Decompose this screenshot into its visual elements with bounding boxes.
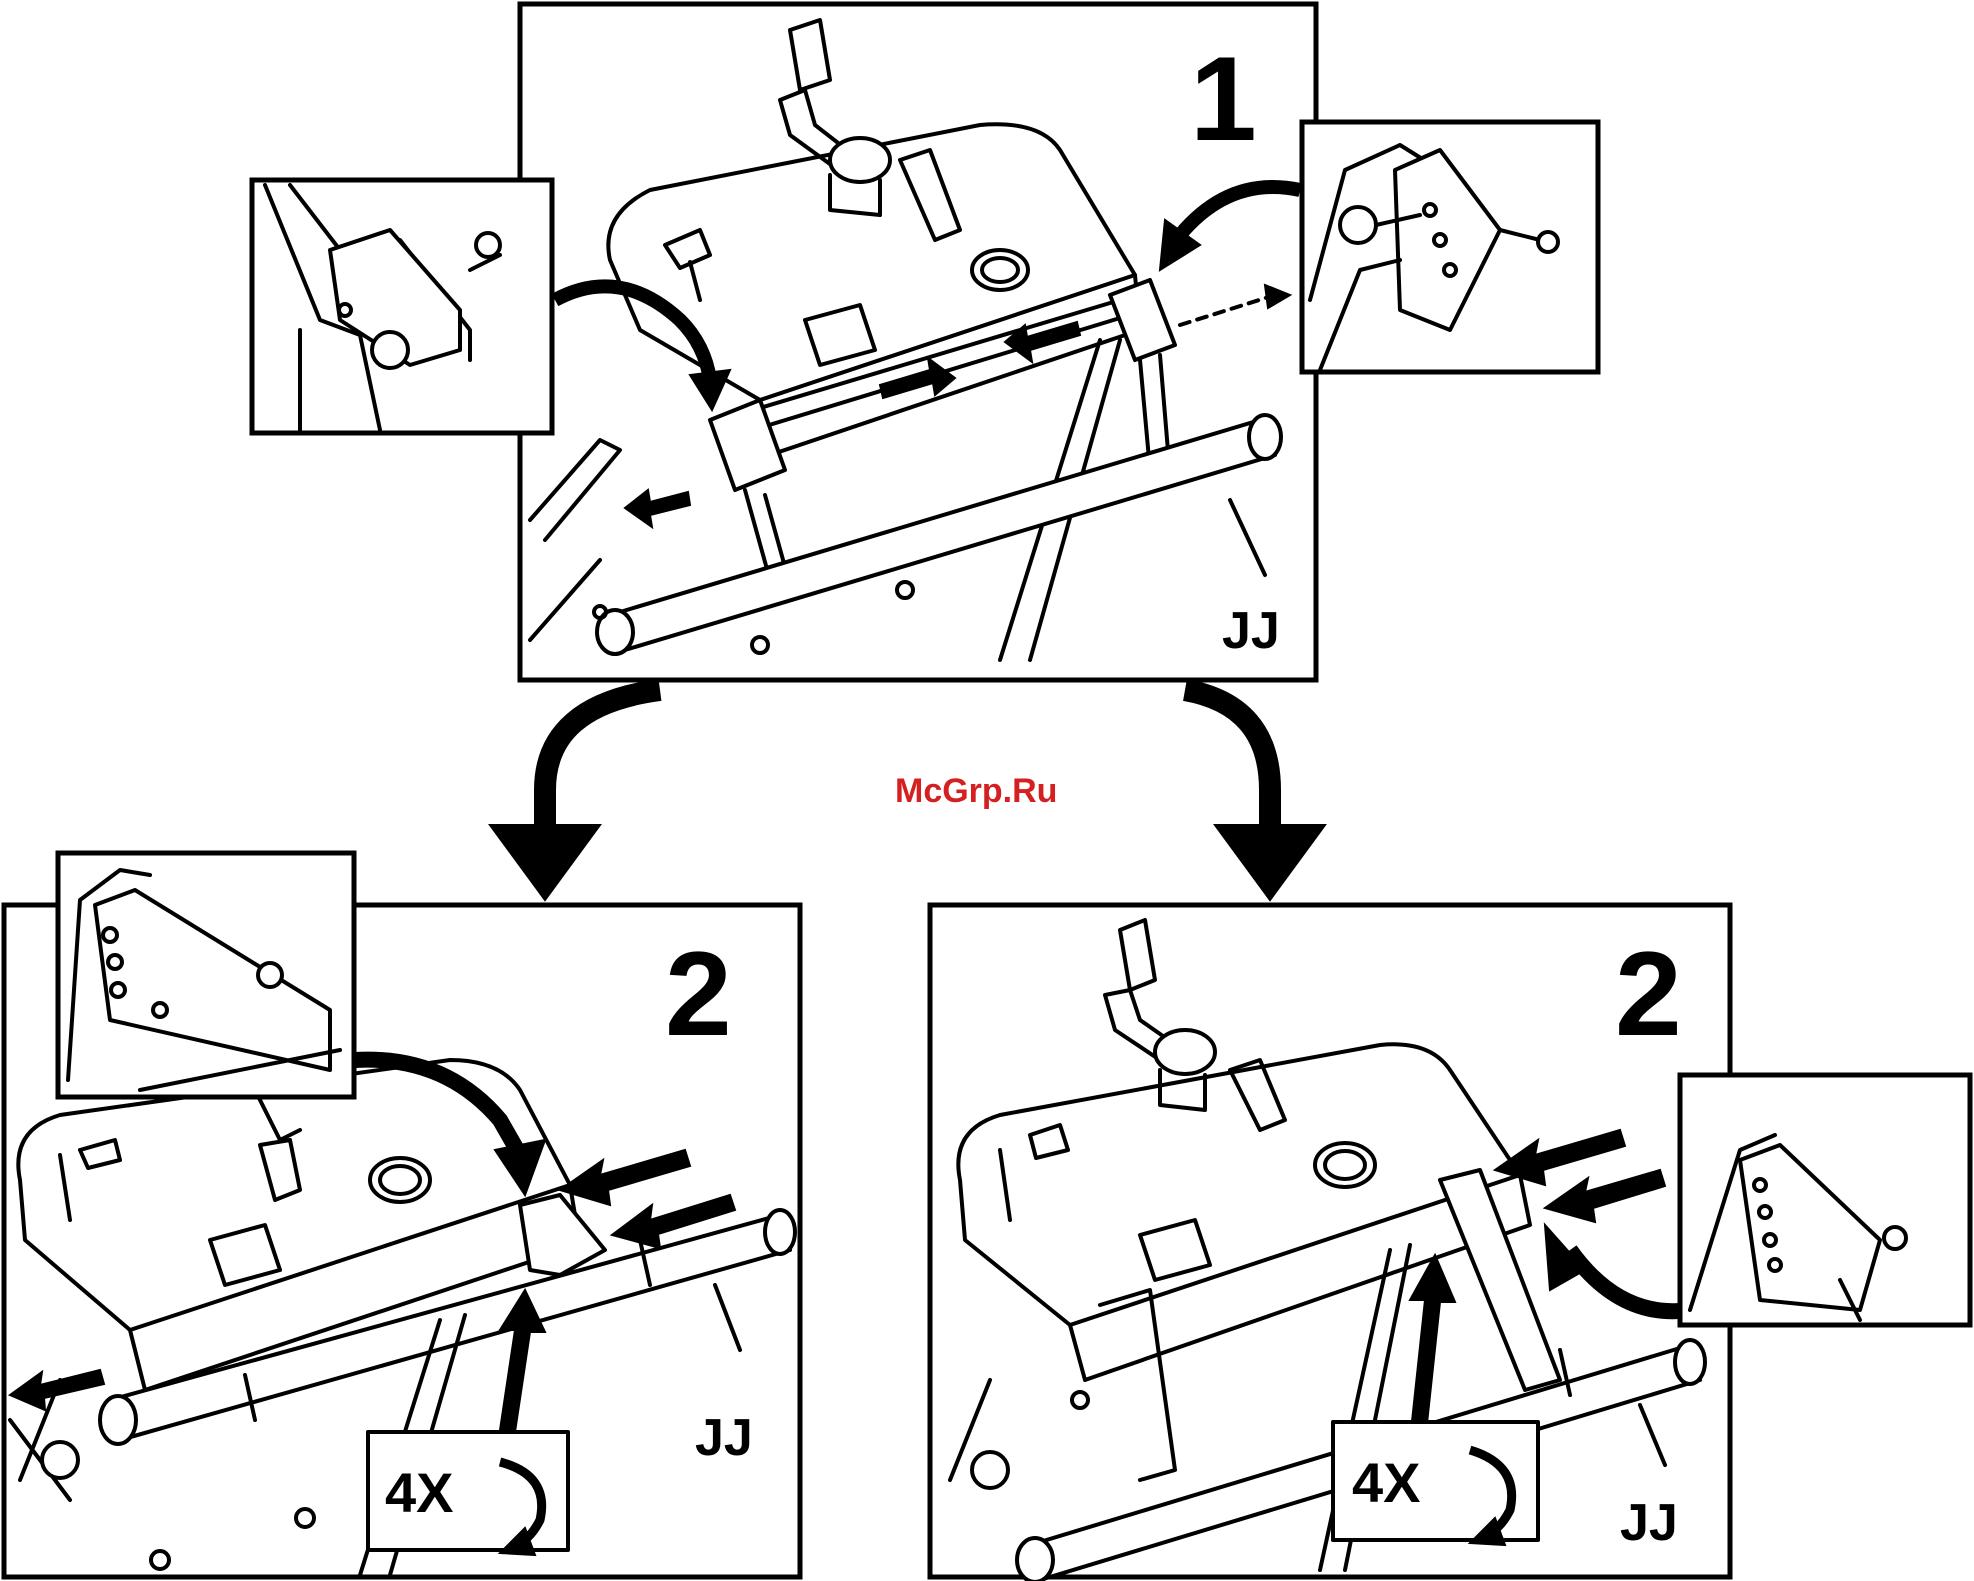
step-number: 1 [1190,32,1257,166]
callout-jj: JJ [1222,602,1280,660]
step-number: 2 [665,927,732,1061]
repeat-count: 4X [1352,1451,1421,1514]
detail-inset-panel2-left [58,853,354,1097]
callout-jj: JJ [1620,1494,1678,1552]
repeat-count: 4X [385,1461,454,1524]
detail-inset-panel2-right [1680,1075,1970,1325]
detail-inset-left [252,180,552,433]
step-number: 2 [1615,927,1682,1061]
callout-jj: JJ [695,1409,753,1467]
panel-step-1: JJ 1 [520,4,1316,680]
panel-step-2-right: JJ 2 4X [930,905,1730,1581]
watermark: McGrp.Ru [895,772,1057,810]
detail-inset-right [1302,122,1598,372]
